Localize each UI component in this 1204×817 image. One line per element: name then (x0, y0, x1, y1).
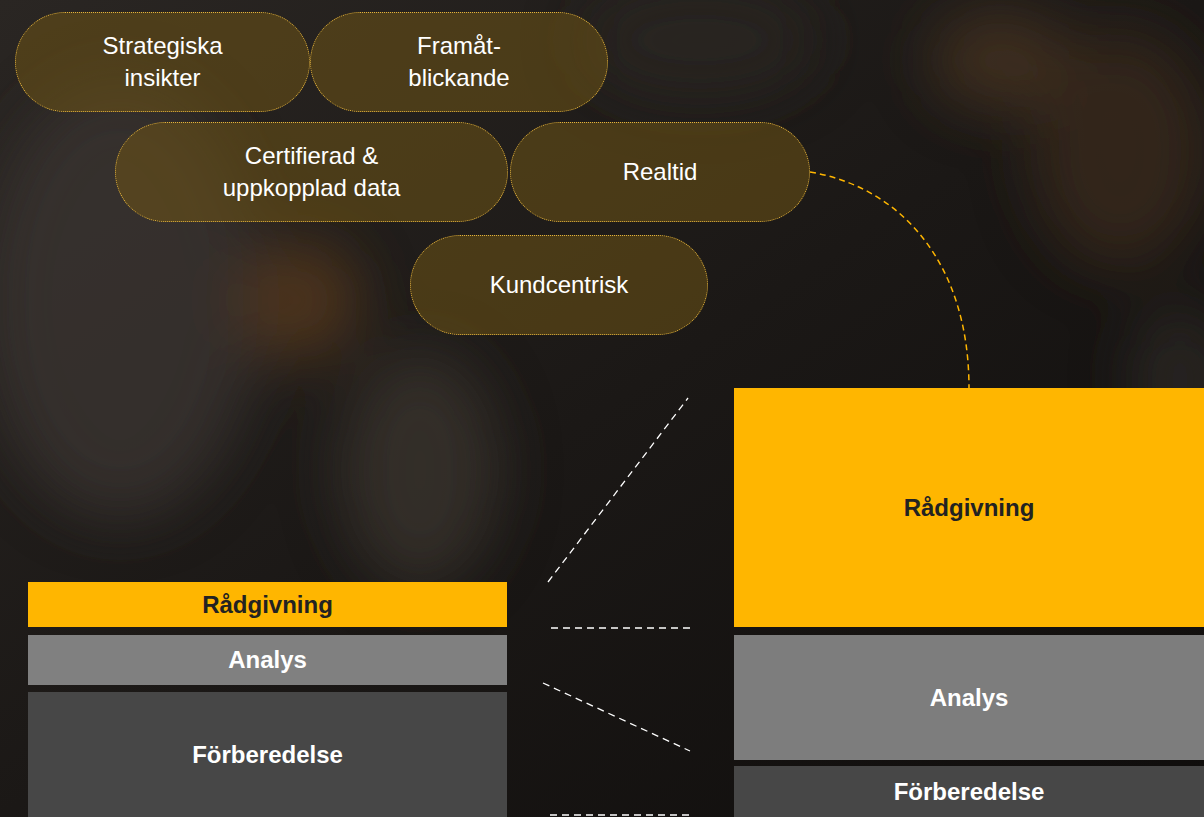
bubble-label: Kundcentrisk (490, 269, 629, 301)
analysis-layer: Analys (28, 635, 507, 685)
benefit-bubble: Certifierad & uppkopplad data (115, 122, 508, 222)
layer-label: Analys (930, 683, 1009, 713)
benefit-bubble: Realtid (510, 122, 810, 222)
advisory-layer: Rådgivning (734, 388, 1204, 627)
dashed-connector (810, 172, 969, 388)
benefit-bubble: Kundcentrisk (410, 235, 708, 335)
bubble-label: Certifierad & uppkopplad data (207, 140, 417, 204)
bubble-label: Realtid (623, 156, 698, 188)
preparation-layer: Förberedelse (28, 692, 507, 817)
layer-label: Förberedelse (192, 740, 343, 770)
bubble-label: Framåt- blickande (397, 30, 522, 94)
analysis-layer: Analys (734, 635, 1204, 760)
benefit-bubble: Framåt- blickande (310, 12, 608, 112)
layer-label: Rådgivning (904, 493, 1035, 523)
layer-label: Rådgivning (202, 590, 333, 620)
benefit-bubble: Strategiska insikter (15, 12, 310, 112)
perspective-guides (543, 398, 695, 815)
bubble-label: Strategiska insikter (83, 30, 243, 94)
layer-label: Förberedelse (894, 777, 1045, 807)
preparation-layer: Förberedelse (734, 766, 1204, 817)
advisory-layer: Rådgivning (28, 582, 507, 627)
layer-label: Analys (228, 645, 307, 675)
